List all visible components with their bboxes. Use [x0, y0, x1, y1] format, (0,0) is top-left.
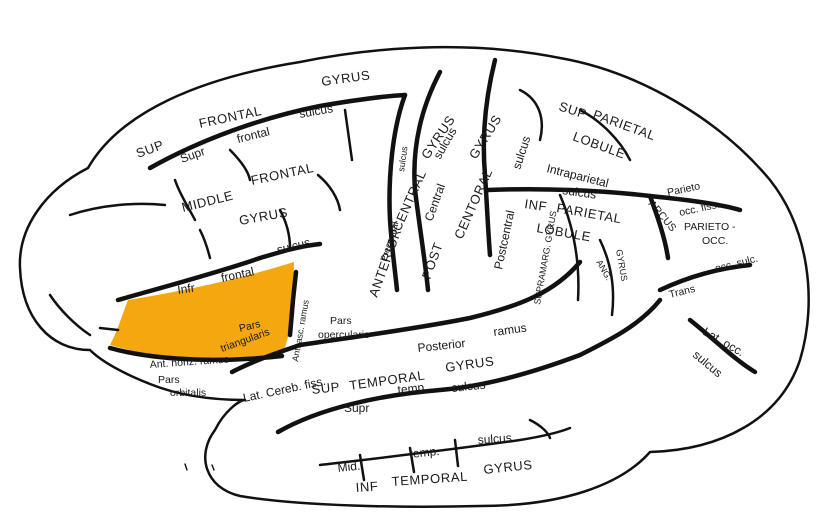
label-inf-temp-gyrus: GYRUS [483, 457, 534, 477]
label-temp-gyrus: GYRUS [444, 353, 495, 375]
label-supr-temp-temp: temp. [397, 380, 428, 397]
label-inf-temp: INF [355, 478, 379, 495]
label-supr-temp: Supr [344, 401, 369, 415]
label-mid-temp: temp. [409, 444, 440, 461]
label-posterior: Posterior [417, 336, 466, 355]
inf-temporal-sulcus [318, 426, 572, 467]
lobe-mark [184, 463, 188, 471]
label-parieto-occ: PARIETO - [684, 221, 736, 233]
postcentral-sulcus-line [481, 57, 498, 258]
frontal-sulcus-mark [173, 178, 197, 222]
label-pars-op: Pars [330, 315, 352, 327]
brain-outline [18, 45, 810, 508]
frontal-sulcus-mark [316, 173, 342, 212]
label-precentral-sulcus: sulcus [396, 145, 410, 172]
label-pars-tri: Pars [238, 318, 262, 335]
frontal-sulcus-mark [98, 326, 120, 332]
supramarginal-sulcus [558, 193, 580, 302]
temporal-sulcus-notch [408, 446, 416, 474]
parietal-sulcus-branch [518, 88, 544, 142]
precentral-sulcus-line [387, 92, 408, 293]
label-occ: OCC. [702, 235, 728, 247]
parieto-occ-fiss-line [647, 193, 671, 261]
label-inf: INF [524, 196, 549, 214]
frontal-sulcus-mark [198, 228, 212, 260]
label-mid-sulcus: sulcus [477, 431, 512, 447]
angular-sulcus [598, 238, 615, 317]
temporal-sulcus-notch [453, 438, 460, 468]
pars-triangularis-highlight [110, 262, 294, 360]
sup-frontal-sulcus-line [147, 92, 408, 171]
temporal-sulcus-notch [358, 453, 366, 482]
lateral-fissure [229, 259, 583, 375]
central-sulcus-line [412, 69, 443, 293]
label-ramus: ramus [492, 320, 527, 339]
label-intraparietal-sulcus: sulcus [562, 183, 598, 202]
label-sulcus: sulcus [298, 101, 334, 121]
ant-horiz-ramus-line [107, 345, 285, 363]
frontal-sulcus-mark [228, 148, 252, 182]
frontal-sulcus-mark [68, 202, 167, 217]
inf-frontal-sulcus-line [115, 241, 323, 303]
lat-occ-sulcus-line [687, 317, 758, 375]
sup-temporal-sulcus [275, 297, 663, 435]
frontal-sulcus-mark [343, 108, 354, 162]
label-pars-orb: Pars [158, 374, 180, 386]
label-orbitalis: orbitalis [170, 387, 206, 399]
label-supr-temp-sulcus: sulcus [451, 378, 486, 395]
label-infr: Infr [176, 281, 195, 297]
label-ant-horiz-ramus: Ant. horiz. ramus [149, 353, 229, 371]
intraparietal-sulcus-line [485, 187, 743, 213]
temporal-sulcus-notch [528, 418, 552, 440]
label-infr-frontal: frontal [220, 264, 256, 285]
label-gyrus: GYRUS [320, 67, 371, 89]
label-opercularis: opercularis [318, 329, 369, 341]
lobe-mark [211, 464, 215, 471]
trans-occ-sulc-line [657, 262, 753, 293]
frontal-sulcus-mark [278, 208, 292, 250]
ant-asc-ramus-line [287, 269, 299, 338]
label-inf-temporal: TEMPORAL [391, 469, 468, 489]
label-mid: Mid. [337, 459, 361, 475]
frontal-sulcus-mark [48, 293, 92, 337]
parietal-sulcus-branch [578, 108, 632, 162]
label-sup-temp: SUP [311, 379, 341, 397]
